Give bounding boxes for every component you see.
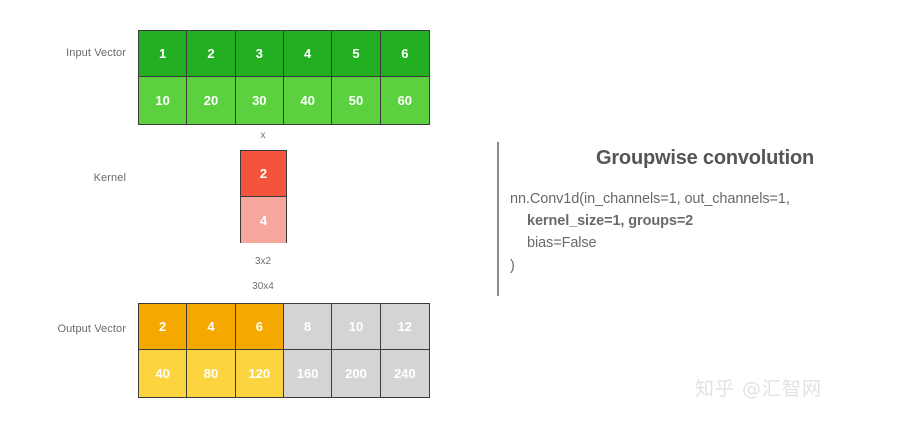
output-cell: 240 (380, 350, 429, 397)
output-vector-row-1: 2 4 6 8 10 12 (139, 304, 429, 350)
output-cell: 10 (332, 304, 381, 350)
input-vector-row-2: 10 20 30 40 50 60 (139, 77, 429, 124)
multiply-annotation: x (260, 130, 266, 141)
input-cell: 50 (332, 77, 381, 124)
panel-title: Groupwise convolution (595, 147, 815, 169)
input-cell: 6 (380, 31, 429, 77)
output-cell: 8 (283, 304, 333, 350)
input-vector-row-1: 1 2 3 4 5 6 (139, 31, 429, 77)
kernel-row-2: 4 (241, 197, 286, 243)
kernel-row-1: 2 (241, 151, 286, 197)
kernel-label: Kernel (93, 172, 126, 184)
output-cell: 120 (235, 350, 284, 397)
panel-divider (497, 142, 499, 296)
output-cell: 160 (283, 350, 333, 397)
kernel-grid: 2 4 (240, 150, 287, 243)
input-cell: 5 (332, 31, 381, 77)
input-vector-grid: 1 2 3 4 5 6 10 20 30 40 50 60 (138, 30, 430, 125)
code-line-4: ) (510, 258, 515, 274)
output-cell: 40 (139, 350, 188, 397)
code-line-2: kernel_size=1, groups=2 (527, 213, 694, 229)
input-vector-label: Input Vector (66, 47, 126, 59)
output-cell: 80 (187, 350, 236, 397)
kernel-cell: 4 (241, 197, 286, 243)
output-cell: 2 (139, 304, 188, 350)
input-cell: 60 (380, 77, 429, 124)
output-vector-label: Output Vector (57, 323, 126, 335)
input-cell: 40 (283, 77, 333, 124)
kernel-cell: 2 (241, 151, 286, 197)
output-vector-row-2: 40 80 120 160 200 240 (139, 350, 429, 397)
code-line-3: bias=False (527, 235, 597, 251)
input-cell: 10 (139, 77, 188, 124)
input-cell: 4 (283, 31, 333, 77)
output-vector-grid: 2 4 6 8 10 12 40 80 120 160 200 240 (138, 303, 430, 398)
watermark: 知乎 @汇智网 (695, 378, 823, 400)
output-cell: 6 (235, 304, 284, 350)
output-shape-annotation: 30x4 (252, 281, 274, 292)
code-line-1: nn.Conv1d(in_channels=1, out_channels=1, (510, 191, 790, 207)
output-cell: 4 (187, 304, 236, 350)
input-cell: 20 (187, 77, 236, 124)
input-cell: 3 (235, 31, 284, 77)
kernel-shape-annotation: 3x2 (254, 256, 272, 267)
output-cell: 200 (332, 350, 381, 397)
input-cell: 30 (235, 77, 284, 124)
input-cell: 1 (139, 31, 188, 77)
output-cell: 12 (380, 304, 429, 350)
input-cell: 2 (187, 31, 236, 77)
